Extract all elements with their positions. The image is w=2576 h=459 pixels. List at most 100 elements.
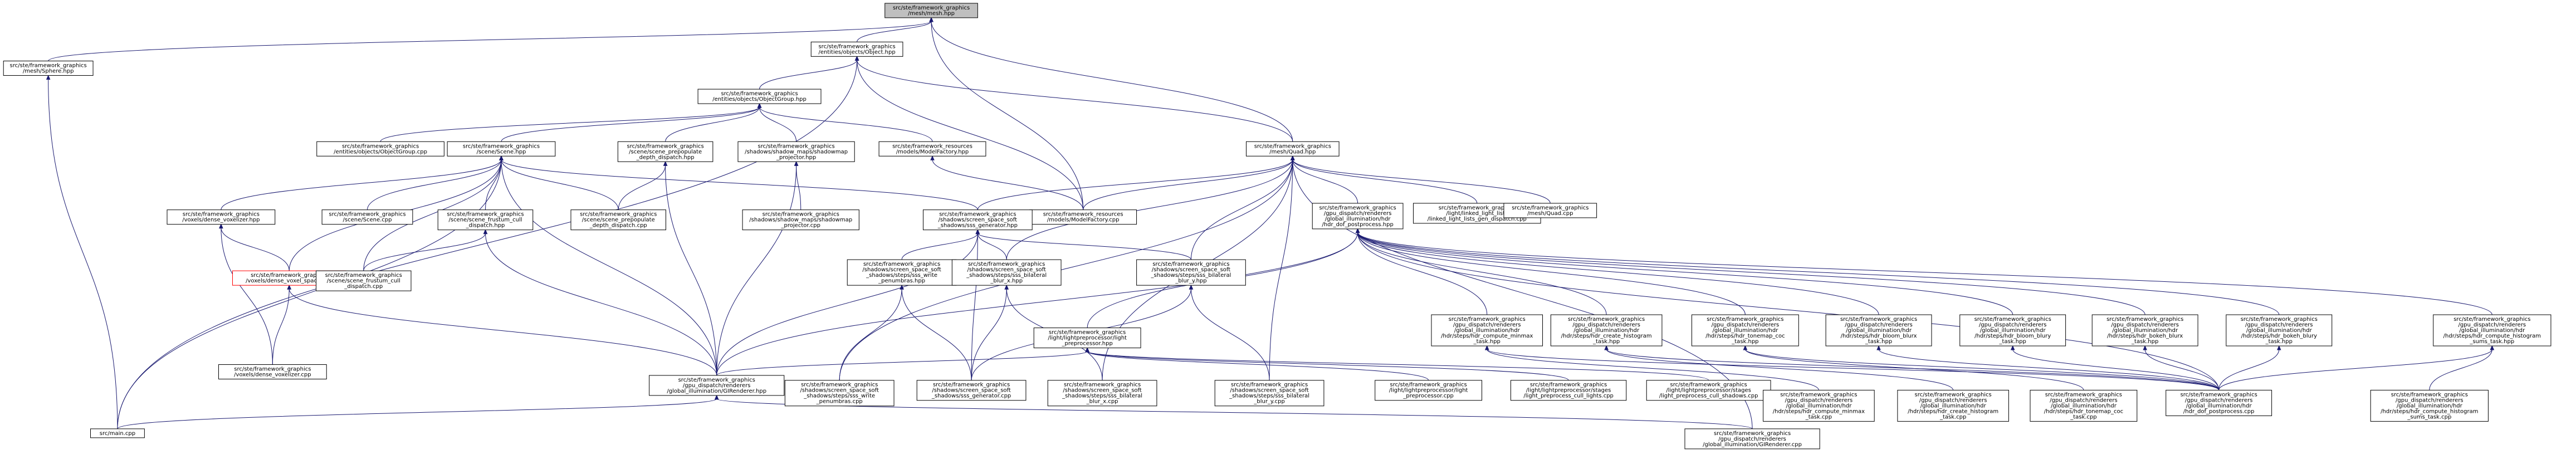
file-node-objectgroup-cpp[interactable]: src/ste/framework_graphics/entities/obje… (316, 141, 444, 157)
file-node-hdr-cpp[interactable]: src/ste/framework_graphics/gpu_dispatch/… (2166, 389, 2272, 416)
file-node-light-cull[interactable]: src/ste/framework_graphics/light/lightpr… (1511, 380, 1627, 401)
include-edge (854, 56, 1084, 210)
file-node-label-line: /models/ModelFactory.cpp (1047, 217, 1120, 223)
file-node-label-line: /shadows/screen_space_soft (862, 267, 941, 273)
file-node-hdr-tonemap-cpp[interactable]: src/ste/framework_graphics/gpu_dispatch/… (2030, 389, 2138, 422)
file-node-modelfactory-hpp[interactable]: src/ste/framework_resources/models/Model… (878, 141, 986, 157)
file-node-label-line: src/ste/framework_graphics (329, 212, 405, 218)
file-node-hdr-bloomx-hpp[interactable]: src/ste/framework_graphics/gpu_dispatch/… (1825, 314, 1932, 346)
file-node-scene-cpp[interactable]: src/ste/framework_graphics/scene/Scene.c… (321, 209, 413, 225)
file-node-label-line: /light/lightpreprocessor/light (1389, 388, 1468, 394)
edge-arrowhead (2143, 345, 2147, 350)
file-node-label-line: src/ste/framework_graphics (1568, 316, 1645, 323)
file-node-label-line: _blur_y.hpp (1175, 278, 1206, 284)
file-node-hdr-bokehx-hpp[interactable]: src/ste/framework_graphics/gpu_dispatch/… (2091, 314, 2198, 346)
file-node-main-cpp[interactable]: src/main.cpp (90, 428, 145, 438)
file-node-label-line: src/ste/framework_graphics (325, 272, 402, 279)
file-node-modelfactory-cpp[interactable]: src/ste/framework_resources/models/Model… (1029, 209, 1137, 225)
file-node-hdr-hist-hpp[interactable]: src/ste/framework_graphics/gpu_dispatch/… (1550, 314, 1663, 346)
file-node-label-line: src/ste/framework_graphics (678, 377, 755, 383)
file-node-label-line: _sums_task.cpp (2407, 414, 2451, 420)
file-node-label-line: /shadows/shadow_maps/shadowmap (749, 217, 852, 223)
file-node-sss-bilat-y-hpp[interactable]: src/ste/framework_graphics/shadows/scree… (1136, 259, 1246, 286)
file-node-sss-write-cpp[interactable]: src/ste/framework_graphics/shadows/scree… (784, 380, 894, 407)
file-node-box (437, 209, 534, 231)
file-node-box (1646, 380, 1771, 401)
file-node-dense-voxelizer-cpp[interactable]: src/ste/framework_graphics/voxels/dense_… (218, 364, 327, 379)
edge-arrowhead (1485, 345, 1489, 350)
edge-arrowhead (1291, 155, 1295, 160)
file-node-light-pre-hpp[interactable]: src/ste/framework_graphics/light/lightpr… (1033, 328, 1141, 349)
file-node-hdr-bokehy-hpp[interactable]: src/ste/framework_graphics/gpu_dispatch/… (2226, 314, 2333, 346)
file-node-quad-cpp[interactable]: src/ste/framework_graphics/mesh/Quad.cpp (1503, 203, 1597, 218)
include-edge (663, 160, 717, 375)
file-node-hdr-sums-cpp[interactable]: src/ste/framework_graphics/gpu_dispatch/… (2370, 389, 2489, 422)
file-node-shadowmap-proj-hpp[interactable]: src/ste/framework_graphics/shadows/shado… (737, 141, 855, 162)
file-node-objectgroup[interactable]: src/ste/framework_graphics/entities/obje… (697, 89, 822, 104)
file-node-label-line: src/ste/framework_graphics (2106, 316, 2183, 323)
file-node-girenderer-hpp[interactable]: src/ste/framework_graphics/gpu_dispatch/… (649, 375, 785, 396)
file-node-sss-bilat-y-cpp[interactable]: src/ste/framework_graphics/shadows/scree… (1214, 380, 1324, 407)
include-edge (219, 223, 273, 365)
file-node-object-hpp[interactable]: src/ste/framework_graphics/entities/obje… (810, 41, 903, 57)
edge-line (716, 233, 978, 375)
include-edge (794, 160, 801, 210)
include-edge (363, 229, 488, 271)
file-node-frustum-cull-hpp[interactable]: src/ste/framework_graphics/scene/scene_f… (437, 209, 534, 231)
file-node-hdr-minmax-cpp[interactable]: src/ste/framework_graphics/gpu_dispatch/… (1763, 389, 1875, 422)
file-node-frustum-cull-cpp[interactable]: src/ste/framework_graphics/scene/scene_f… (316, 270, 412, 291)
file-node-label-line: _projector.cpp (781, 223, 820, 229)
file-node-prepopulate-hpp[interactable]: src/ste/framework_graphics/scene/scene_p… (617, 141, 713, 162)
file-node-sss-bilat-x-hpp[interactable]: src/ste/framework_graphics/shadows/scree… (951, 259, 1062, 286)
file-node-girenderer-cpp[interactable]: src/ste/framework_graphics/gpu_dispatch/… (1684, 428, 1820, 450)
file-node-sss-write-hpp[interactable]: src/ste/framework_graphics/shadows/scree… (847, 259, 957, 286)
file-node-light-pre-cpp[interactable]: src/ste/framework_graphics/light/lightpr… (1375, 380, 1483, 401)
file-node-sss-gen-cpp[interactable]: src/ste/framework_graphics/shadows/scree… (916, 380, 1027, 401)
file-node-box (218, 364, 327, 379)
edge-line (1487, 349, 1819, 390)
file-node-box (1214, 380, 1324, 407)
edge-line (2429, 349, 2492, 390)
file-node-hdr-sums-hpp[interactable]: src/ste/framework_graphics/gpu_dispatch/… (2433, 314, 2551, 346)
edge-line (1357, 232, 1879, 315)
file-node-light-cull-shadows[interactable]: src/ste/framework_graphics/light/lightpr… (1646, 380, 1771, 401)
file-node-label-line: src/ste/framework_graphics (1254, 143, 1331, 149)
file-node-sss-gen-hpp[interactable]: src/ste/framework_graphics/shadows/scree… (923, 209, 1033, 231)
file-node-shadowmap-proj-cpp[interactable]: src/ste/framework_graphics/shadows/shado… (742, 209, 859, 231)
include-edge (2010, 345, 2220, 390)
include-edge (1006, 155, 1295, 260)
nodes-layer: src/ste/framework_graphics/mesh/mesh.hpp… (3, 3, 2551, 450)
file-node-prepopulate-cpp[interactable]: src/ste/framework_graphics/scene/scene_p… (570, 209, 666, 231)
edge-line (931, 21, 1084, 210)
file-node-box (321, 209, 413, 225)
file-node-label-line: /shadows/screen_space_soft (1063, 388, 1142, 394)
file-node-hdr-tonemap-hpp[interactable]: src/ste/framework_graphics/gpu_dispatch/… (1692, 314, 1799, 346)
file-node-hdr-bloomy-hpp[interactable]: src/ste/framework_graphics/gpu_dispatch/… (1959, 314, 2066, 346)
include-edge (2429, 345, 2495, 390)
file-node-sphere[interactable]: src/ste/framework_graphics/mesh/Sphere.h… (3, 60, 94, 76)
edge-line (977, 159, 1293, 210)
include-edge (1355, 228, 2280, 315)
file-node-label-line: _shadows/steps/sss_write (866, 272, 937, 279)
file-node-hdr-minmax-hpp[interactable]: src/ste/framework_graphics/gpu_dispatch/… (1431, 314, 1543, 346)
include-edge (2218, 345, 2281, 390)
edge-line (1006, 159, 1293, 260)
file-node-label-line: /gpu_dispatch/renderers (1919, 397, 1987, 403)
file-node-label-line: src/ste/framework_graphics (251, 272, 328, 279)
edge-line (501, 159, 978, 210)
file-node-dense-voxelizer-hpp[interactable]: src/ste/framework_graphics/voxels/dense_… (167, 209, 276, 225)
file-node-quad-hpp[interactable]: src/ste/framework_graphics/mesh/Quad.hpp (1246, 141, 1340, 157)
file-node-hdr-hpp[interactable]: src/ste/framework_graphics/gpu_dispatch/… (1312, 203, 1404, 230)
file-node-box (1431, 314, 1543, 346)
include-edge (977, 155, 1295, 210)
include-edge (759, 56, 859, 90)
file-node-root[interactable]: src/ste/framework_graphics/mesh/mesh.hpp (884, 3, 978, 18)
edge-line (117, 398, 717, 429)
file-node-sss-bilat-x-cpp[interactable]: src/ste/framework_graphics/shadows/scree… (1047, 380, 1157, 407)
edge-line (796, 165, 801, 210)
edge-line (367, 159, 502, 210)
file-node-hdr-hist-cpp[interactable]: src/ste/framework_graphics/gpu_dispatch/… (1897, 389, 2009, 422)
file-node-label-line: /scene/Scene.cpp (343, 217, 392, 223)
file-node-scene-hpp[interactable]: src/ste/framework_graphics/scene/Scene.h… (447, 141, 556, 157)
